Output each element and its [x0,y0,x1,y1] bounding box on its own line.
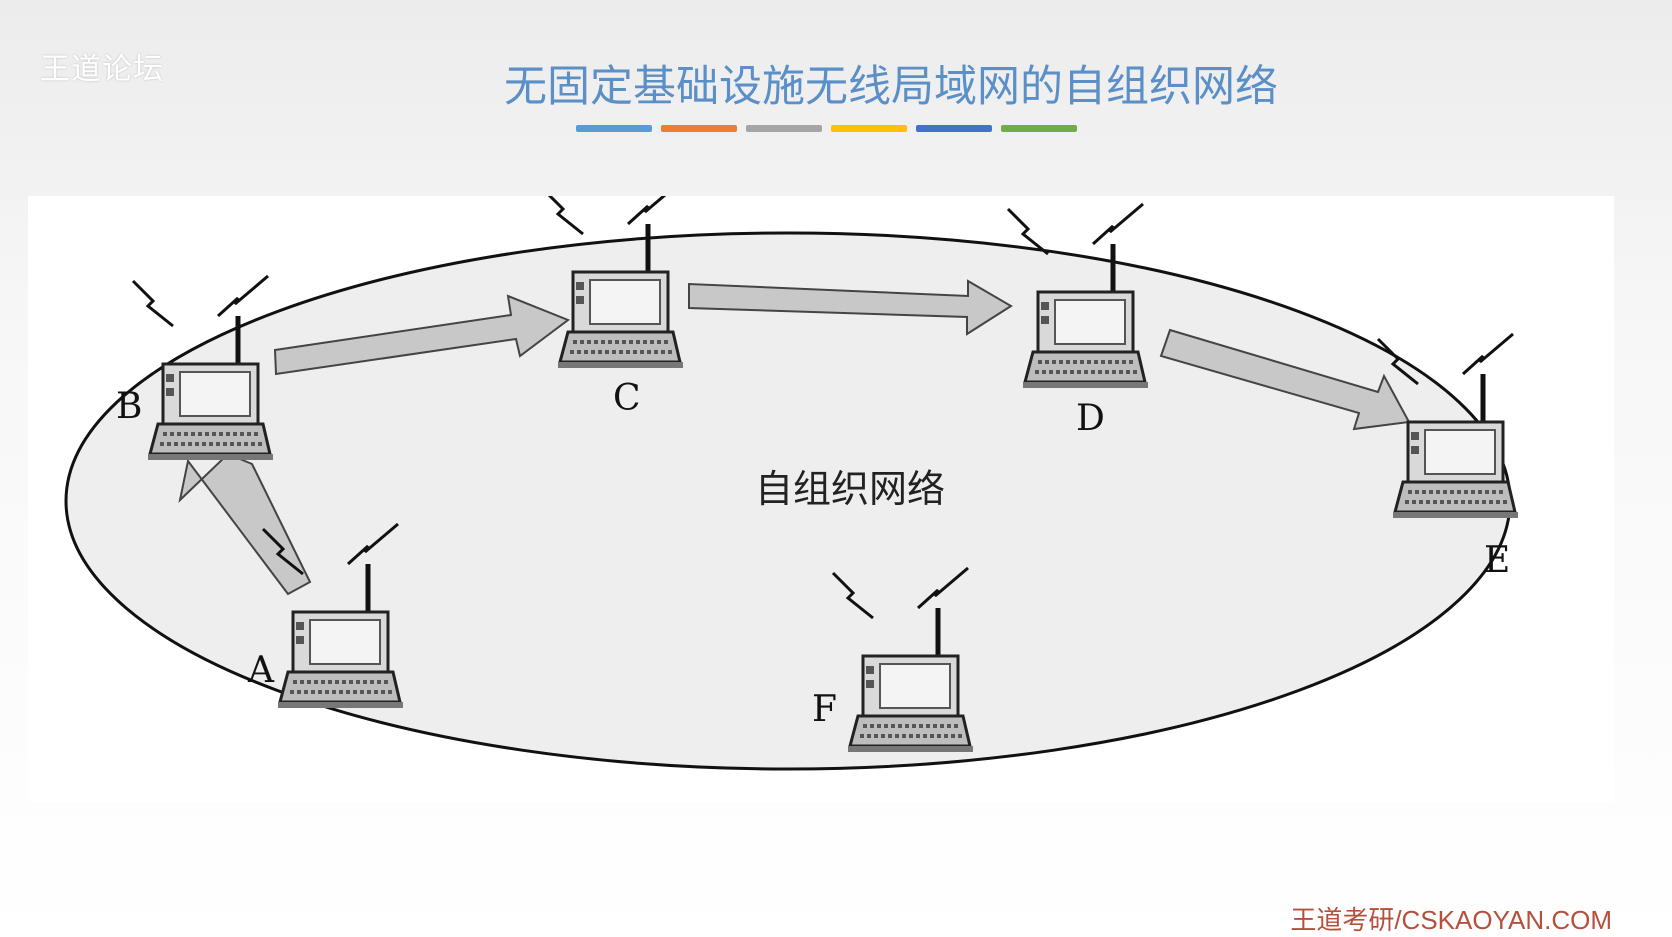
node-label-f: F [812,689,837,730]
underline-bar-6 [1001,125,1077,132]
footer-watermark: 王道考研/CSKAOYAN.COM [1290,900,1612,937]
diagram-canvas: A B C D E F 自组织网络 [28,196,1614,802]
title-underline-bars [576,125,1077,132]
underline-bar-5 [916,125,992,132]
underline-bar-4 [831,125,907,132]
node-label-a: A [247,650,275,691]
node-label-e: E [1484,540,1510,581]
ad-hoc-network-diagram: A B C D E F 自组织网络 [28,196,1614,802]
page-title: 无固定基础设施无线局域网的自组织网络 [0,52,1672,114]
underline-bar-1 [576,125,652,132]
network-center-label: 自组织网络 [755,467,945,511]
node-label-c: C [613,378,641,419]
node-label-b: B [116,386,142,427]
underline-bar-3 [746,125,822,132]
underline-bar-2 [661,125,737,132]
node-label-d: D [1076,398,1105,439]
